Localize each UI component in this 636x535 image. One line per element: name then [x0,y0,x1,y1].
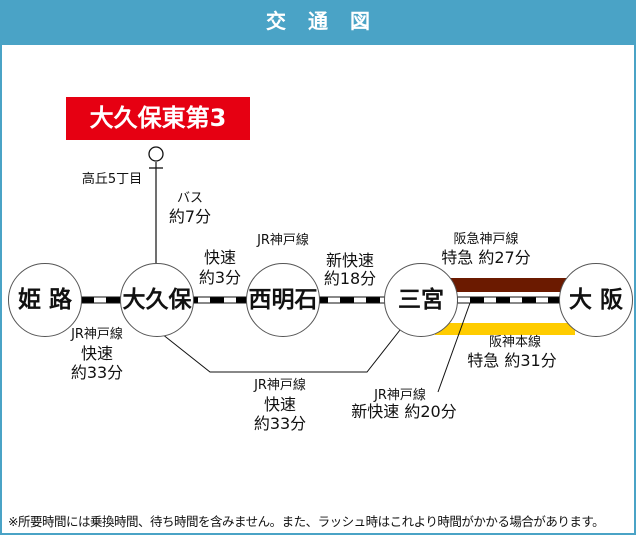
jr-sannomiya-osaka-service: 新快速 約20分 [351,402,457,421]
station-nishiakashi: 西明石 [246,263,320,337]
property-name-banner: 大久保東第3 [66,97,250,140]
okubo-sannomiya-kind: 快速 [263,395,297,414]
pointer-line [437,302,471,393]
footnote: ※所要時間には乗換時間、待ち時間を含みません。また、ラッシュ時はこれより時間がか… [8,514,605,529]
okubo-sannomiya-time: 約33分 [253,414,307,433]
hankyu-service: 特急 約27分 [441,248,531,267]
hankyu-line-label: 阪急神戸線 [453,232,519,247]
okubo-sannomiya-line: JR神戸線 [254,378,306,393]
hanshin-line-label: 阪神本線 [488,335,542,350]
himeji-okubo-kind: 快速 [80,344,114,363]
okubo-nishiakashi-kind: 快速 [203,248,237,267]
nishiakashi-sannomiya-kind: 新快速 [325,251,375,270]
himeji-okubo-line: JR神戸線 [71,327,123,342]
station-osaka: 大 阪 [559,263,633,337]
station-sannomiya: 三宮 [384,263,458,337]
himeji-okubo-time: 約33分 [70,363,124,382]
jr-okubo-sannomiya-line [156,329,401,373]
hankyu-line [440,278,580,292]
station-okubo: 大久保 [120,263,194,337]
header-title: 交通図 [0,0,636,45]
okubo-nishiakashi-time: 約3分 [198,268,242,287]
bus-stop-name: 高丘5丁目 [81,172,143,187]
hanshin-line [435,323,575,335]
jr-line-label: JR神戸線 [257,233,309,248]
nishiakashi-sannomiya-time: 約18分 [323,269,377,288]
jr-sannomiya-osaka-line: JR神戸線 [374,388,426,403]
bus-time: 約7分 [168,207,212,226]
bus-stop-icon [148,146,164,162]
bus-mode: バス [176,191,204,206]
station-himeji: 姫 路 [8,263,82,337]
hanshin-service: 特急 約31分 [467,351,557,370]
